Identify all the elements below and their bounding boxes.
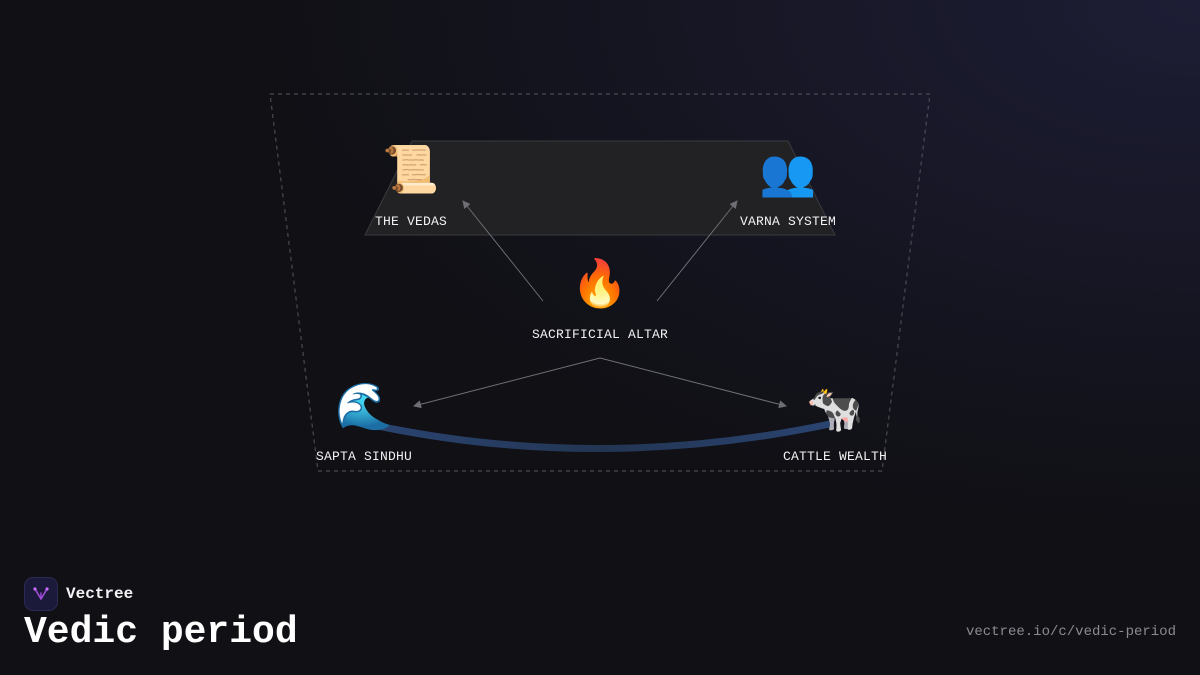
edge-altar-sindhu (413, 357, 601, 409)
source-url[interactable]: vectree.io/c/vedic-period (965, 624, 1176, 640)
node-label-altar: SACRIFICIAL ALTAR (531, 327, 669, 342)
upper-plane (364, 140, 836, 236)
node-label-cattle: CATTLE WEALTH (782, 449, 888, 464)
edge-altar-vedas (462, 200, 544, 302)
brand[interactable]: Vectree (24, 577, 133, 611)
wave-icon: 🌊 (335, 379, 393, 433)
people-icon: 👥 (759, 145, 817, 199)
outer-frame (269, 93, 931, 472)
edge-altar-cattle (599, 357, 787, 409)
node-label-vedas: THE VEDAS (374, 214, 448, 229)
brand-name: Vectree (66, 585, 134, 603)
vectree-logo-icon (24, 577, 58, 611)
page-title: Vedic period (24, 611, 298, 654)
node-label-varna: VARNA SYSTEM (739, 214, 837, 229)
node-label-sindhu: SAPTA SINDHU (315, 449, 413, 464)
cow-icon: 🐄 (806, 381, 864, 435)
edge-altar-varna (656, 200, 738, 302)
scroll-icon: 📜 (382, 142, 440, 196)
edge-sindhu-cattle (374, 420, 834, 452)
fire-icon: 🔥 (571, 256, 629, 310)
